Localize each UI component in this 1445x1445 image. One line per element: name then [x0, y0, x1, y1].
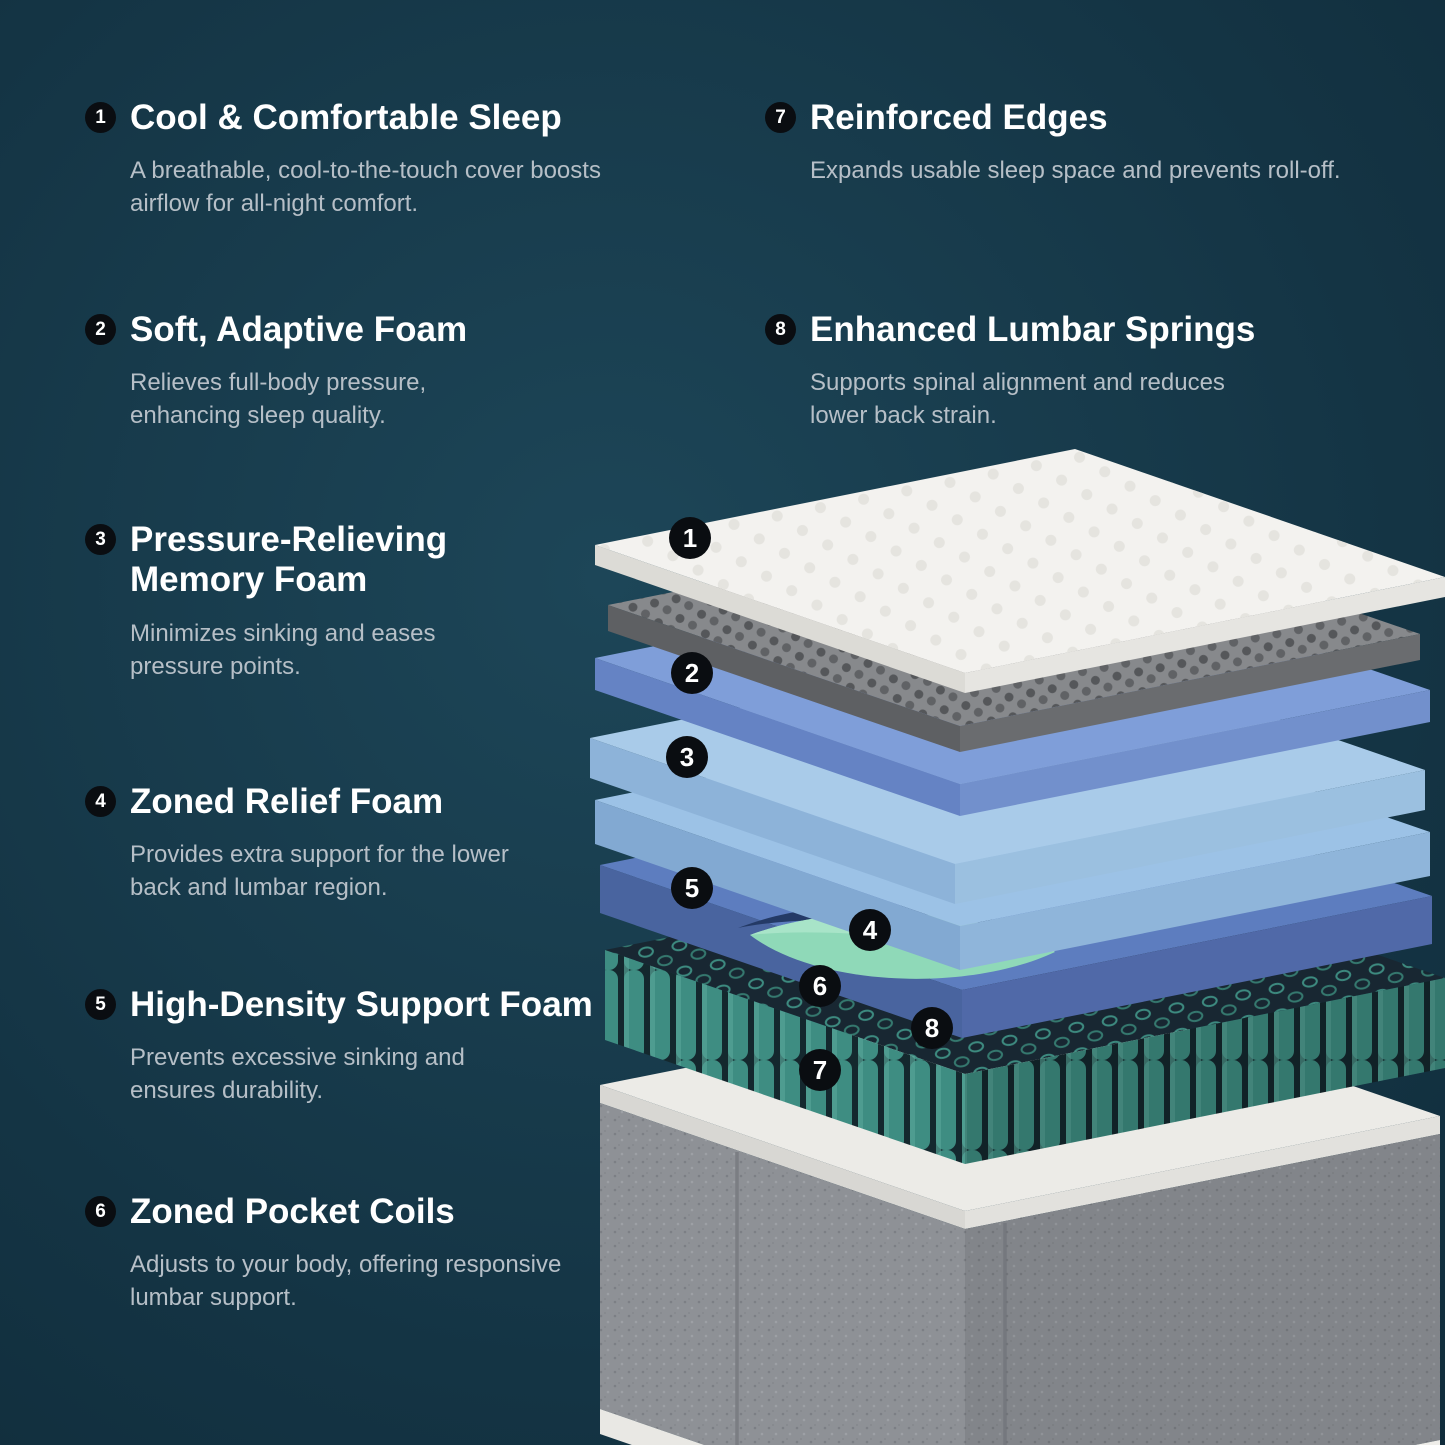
feature-description: Minimizes sinking and eases pressure poi… [130, 619, 436, 680]
feature-title: Zoned Pocket Coils [130, 1192, 455, 1231]
svg-text:3: 3 [680, 742, 694, 772]
feature-title-row: 7 Reinforced Edges [765, 98, 1445, 138]
svg-text:4: 4 [863, 915, 878, 945]
feature-number-badge: 8 [765, 314, 796, 345]
feature-number-badge: 6 [85, 1196, 116, 1227]
feature-title-row: 5 High-Density Support Foam [85, 985, 665, 1025]
feature-cool-sleep: 1 Cool & Comfortable Sleep A breathable,… [85, 98, 645, 220]
feature-lumbar-springs: 8 Enhanced Lumbar Springs Supports spina… [765, 310, 1325, 432]
diagram-badge-2: 2 [671, 652, 713, 694]
feature-title-row: 2 Soft, Adaptive Foam [85, 310, 605, 350]
feature-title: Reinforced Edges [810, 98, 1108, 137]
feature-number-badge: 1 [85, 102, 116, 133]
diagram-badge-3: 3 [666, 736, 708, 778]
feature-number-badge: 3 [85, 524, 116, 555]
feature-zoned-relief-foam: 4 Zoned Relief Foam Provides extra suppo… [85, 782, 555, 904]
feature-title: Enhanced Lumbar Springs [810, 310, 1256, 349]
svg-text:7: 7 [813, 1055, 827, 1085]
diagram-badge-4: 4 [849, 909, 891, 951]
svg-text:6: 6 [813, 971, 827, 1001]
feature-title-row: 4 Zoned Relief Foam [85, 782, 555, 822]
diagram-badge-5: 5 [671, 867, 713, 909]
mattress-exploded-diagram: 1 2 3 5 4 6 8 7 [590, 449, 1445, 1445]
svg-text:5: 5 [685, 873, 699, 903]
feature-title-row: 1 Cool & Comfortable Sleep [85, 98, 645, 138]
feature-number-badge: 4 [85, 786, 116, 817]
feature-reinforced-edges: 7 Reinforced Edges Expands usable sleep … [765, 98, 1445, 187]
feature-title: Soft, Adaptive Foam [130, 310, 468, 349]
svg-text:1: 1 [683, 523, 697, 553]
feature-pocket-coils: 6 Zoned Pocket Coils Adjusts to your bod… [85, 1192, 585, 1314]
feature-title-row: 8 Enhanced Lumbar Springs [765, 310, 1325, 350]
diagram-badge-8: 8 [911, 1007, 953, 1049]
feature-description: Provides extra support for the lower bac… [130, 841, 509, 902]
feature-title-row: 3 Pressure-Relieving Memory Foam [85, 520, 505, 601]
diagram-badge-1: 1 [669, 517, 711, 559]
diagram-badge-6: 6 [799, 965, 841, 1007]
feature-number-badge: 5 [85, 989, 116, 1020]
feature-number-badge: 2 [85, 314, 116, 345]
feature-description: Adjusts to your body, offering responsiv… [130, 1251, 562, 1312]
feature-description: Prevents excessive sinking and ensures d… [130, 1044, 465, 1105]
feature-memory-foam: 3 Pressure-Relieving Memory Foam Minimiz… [85, 520, 505, 683]
feature-title-row: 6 Zoned Pocket Coils [85, 1192, 585, 1232]
layer-quilted-cover [595, 449, 1445, 693]
feature-description: Supports spinal alignment and reduces lo… [810, 369, 1225, 430]
feature-support-foam: 5 High-Density Support Foam Prevents exc… [85, 985, 665, 1107]
svg-text:2: 2 [685, 658, 699, 688]
feature-adaptive-foam: 2 Soft, Adaptive Foam Relieves full-body… [85, 310, 605, 432]
feature-description: Relieves full-body pressure, enhancing s… [130, 369, 427, 430]
diagram-badge-7: 7 [799, 1049, 841, 1091]
feature-title: Zoned Relief Foam [130, 782, 444, 821]
feature-title: High-Density Support Foam [130, 985, 593, 1024]
feature-description: Expands usable sleep space and prevents … [810, 157, 1341, 185]
feature-title: Cool & Comfortable Sleep [130, 98, 562, 137]
feature-number-badge: 7 [765, 102, 796, 133]
feature-title: Pressure-Relieving Memory Foam [130, 520, 448, 600]
svg-text:8: 8 [925, 1013, 939, 1043]
feature-description: A breathable, cool-to-the-touch cover bo… [130, 157, 601, 218]
